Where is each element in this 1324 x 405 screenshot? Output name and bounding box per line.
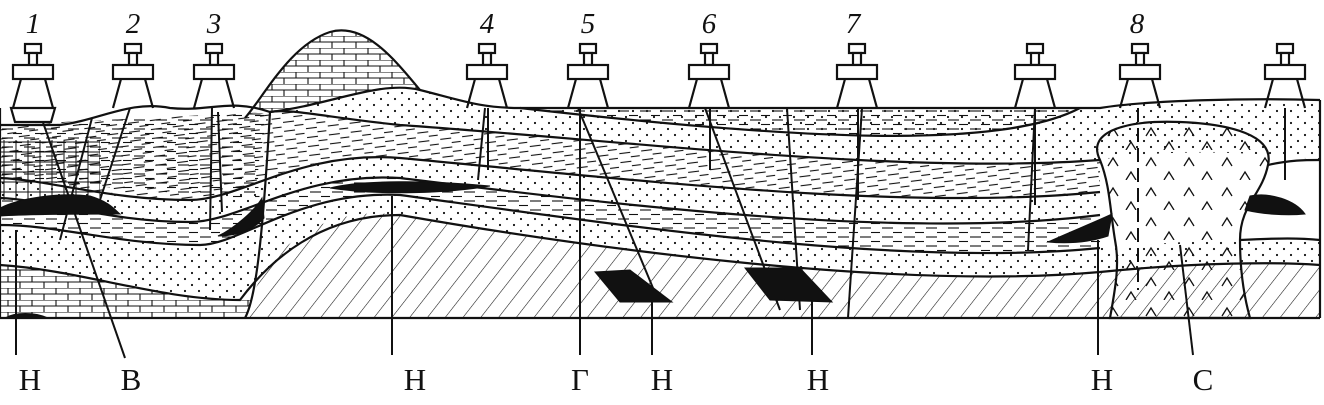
oil-deposit <box>1244 194 1306 216</box>
marker-sandstone-stratum <box>0 157 1100 224</box>
oil-deposits <box>0 181 1306 319</box>
well-number: 8 <box>1130 8 1145 40</box>
label-oil-fault-1: Н <box>651 362 673 397</box>
well-number: 2 <box>126 8 141 40</box>
drilling-rig <box>111 42 155 109</box>
stratum-boundaries <box>0 29 1322 320</box>
bottom-labels: Н В Н Г Н Н Н С <box>19 362 1214 397</box>
well-number: 5 <box>581 8 596 40</box>
oil-deposit <box>0 194 122 217</box>
lower-sandstone-stratum <box>0 194 1320 300</box>
surface-cover-stratum <box>520 108 1080 136</box>
label-oil-salt: Н <box>1091 362 1113 397</box>
drilling-rig <box>465 42 509 109</box>
well-number: 4 <box>480 8 495 40</box>
drilling-rig <box>1013 42 1057 109</box>
well-number: 3 <box>206 8 222 40</box>
oil-deposit <box>743 267 834 303</box>
drilling-rig <box>1118 42 1162 109</box>
label-oil-left: Н <box>19 362 41 397</box>
label-salt: С <box>1193 362 1214 397</box>
label-oil-fault-2: Н <box>807 362 829 397</box>
drilling-rig <box>192 42 236 109</box>
label-water: В <box>121 362 142 397</box>
faults <box>59 107 1036 319</box>
left-limestone-stratum <box>0 265 251 318</box>
drilling-rig <box>835 42 879 109</box>
salt-dome <box>1096 120 1270 320</box>
drilling-rig <box>566 42 610 109</box>
well-bores <box>37 107 1286 359</box>
drilling-rigs <box>9 42 1307 124</box>
drilling-rig <box>687 42 731 109</box>
upper-shale-stratum <box>0 111 1100 200</box>
well-number-labels: 1 2 3 4 5 6 7 8 <box>26 8 1145 40</box>
strata <box>0 30 1320 320</box>
label-gas: Г <box>571 362 589 397</box>
well-number: 1 <box>26 8 41 40</box>
drilling-rig <box>1263 42 1307 109</box>
oil-deposit <box>593 269 674 303</box>
label-leaders <box>15 196 1194 356</box>
well-number: 7 <box>846 8 862 40</box>
well-number: 6 <box>702 8 717 40</box>
oil-deposit <box>217 196 265 237</box>
limestone-anticline-hill <box>245 30 420 119</box>
oil-deposit <box>1046 213 1113 244</box>
label-oil-anticline: Н <box>404 362 426 397</box>
drilling-rig <box>9 42 57 124</box>
deep-hatched-stratum <box>245 213 1320 318</box>
oil-deposit <box>329 181 491 194</box>
